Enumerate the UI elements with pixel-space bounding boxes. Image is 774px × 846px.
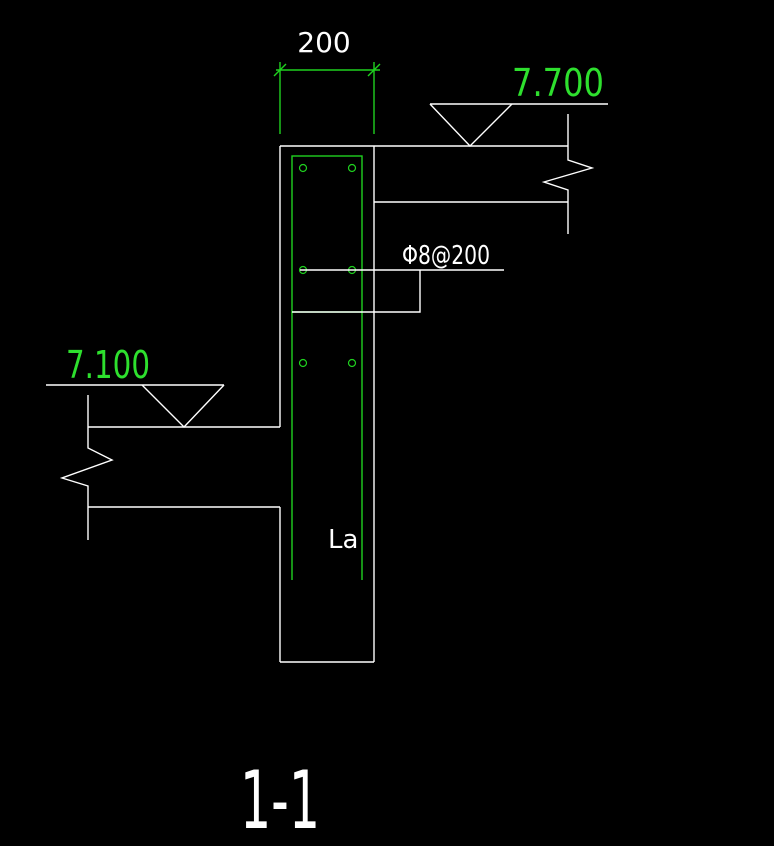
elevation-triangle-lower <box>141 384 225 429</box>
dimension-text: 200 <box>297 26 350 59</box>
elevation-triangle-upper <box>429 103 513 148</box>
dimension-tick-left <box>273 63 287 77</box>
elevation-mark-lower: 7.100 <box>46 343 225 429</box>
rebar-dot <box>298 358 308 368</box>
elevation-text-lower: 7.100 <box>66 343 150 387</box>
rebar-cage <box>291 155 363 580</box>
rebar-leader: Φ8@200 <box>292 241 504 313</box>
break-line-lower <box>59 395 114 540</box>
concrete-outline <box>88 145 568 663</box>
anchorage-label: La <box>328 525 358 555</box>
dimension-200: 200 <box>273 26 381 134</box>
stirrup <box>291 155 363 313</box>
elevation-mark-upper: 7.700 <box>429 61 608 148</box>
rebar-dot <box>347 163 357 173</box>
section-label: 1-1 <box>240 754 320 846</box>
rebar-dot <box>347 358 357 368</box>
elevation-text-upper: 7.700 <box>512 61 604 105</box>
rebar-spec-text: Φ8@200 <box>402 241 490 271</box>
leader-line-step <box>292 270 421 313</box>
rebar-dot <box>298 163 308 173</box>
break-line-upper <box>541 114 595 234</box>
dimension-tick-right <box>367 63 381 77</box>
